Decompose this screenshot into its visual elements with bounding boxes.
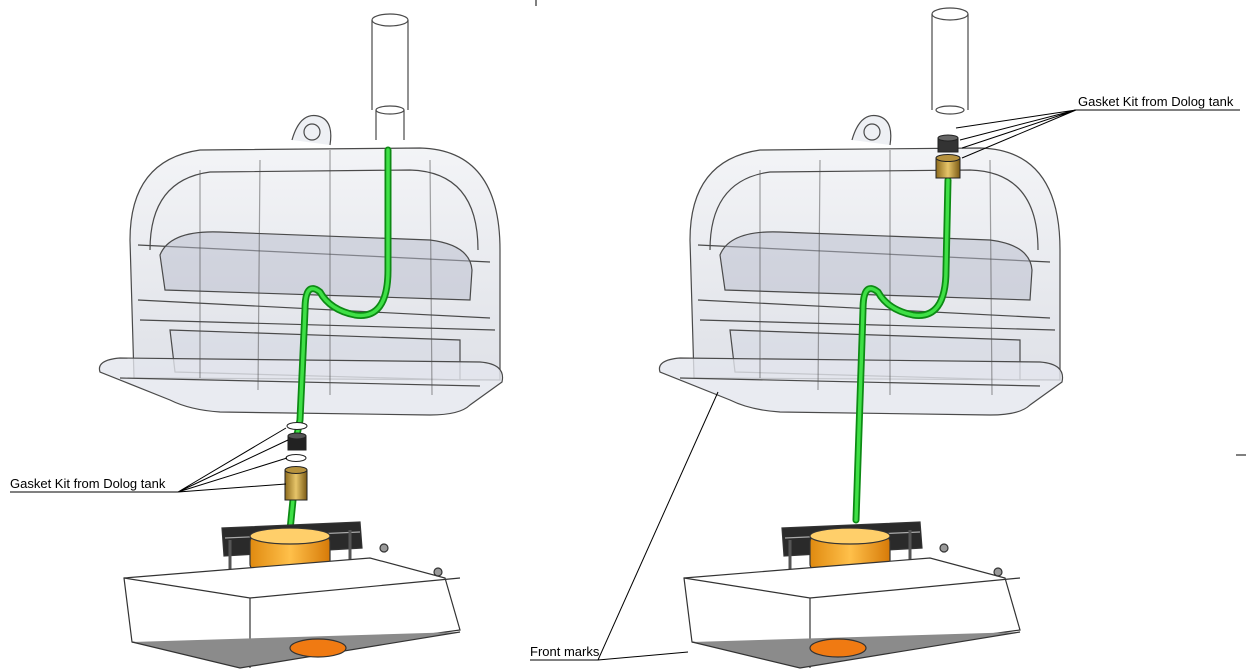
- gasket-kit-icon: [935, 134, 961, 179]
- right-gasket-label: Gasket Kit from Dolog tank: [1078, 94, 1234, 109]
- pump-base-icon: [123, 521, 461, 669]
- tank-icon: [658, 7, 1064, 416]
- front-marks-leaders: [530, 391, 719, 661]
- right-assembly: Gasket Kit from Dolog tank Front marks: [530, 7, 1240, 669]
- pump-base-icon: [683, 521, 1021, 669]
- left-gasket-leaders: [10, 427, 289, 493]
- tube-icon: [852, 176, 952, 524]
- front-marks-label: Front marks: [530, 644, 600, 659]
- right-gasket-leaders: [955, 109, 1240, 159]
- left-assembly: Gasket Kit from Dolog tank: [10, 13, 504, 669]
- left-gasket-label: Gasket Kit from Dolog tank: [10, 476, 166, 491]
- gasket-kit-icon: [284, 422, 308, 501]
